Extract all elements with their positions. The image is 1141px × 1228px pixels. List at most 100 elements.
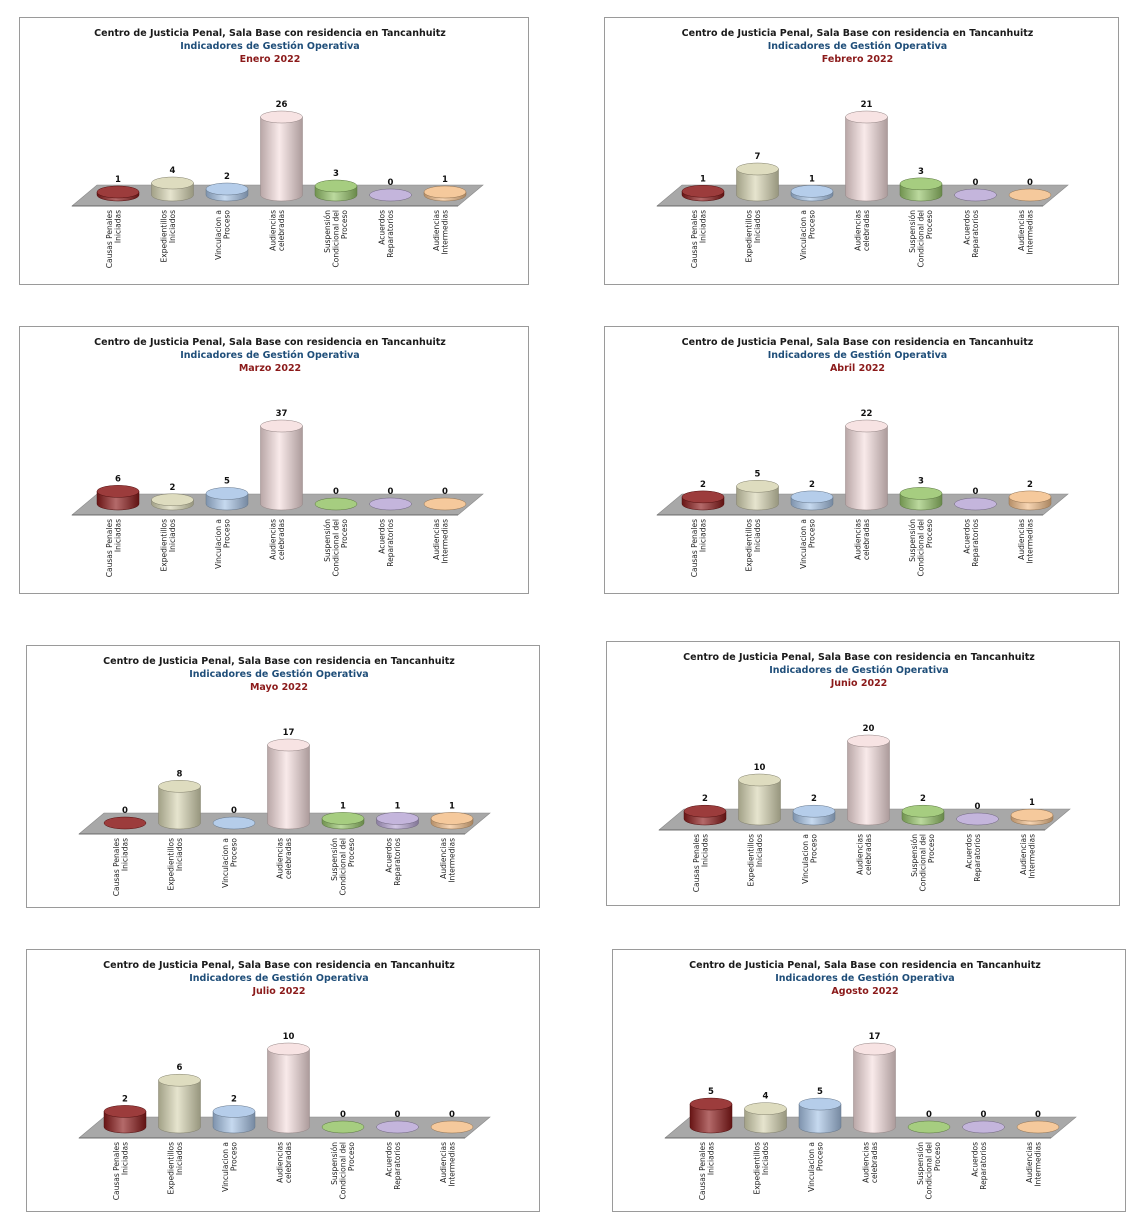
bar [423, 497, 467, 511]
data-label: 2 [231, 1094, 237, 1104]
data-label: 4 [763, 1092, 769, 1102]
data-label: 6 [177, 1063, 183, 1073]
bar [790, 490, 834, 511]
category-label: ExpedientillosIniciados [167, 838, 185, 891]
bar [158, 1073, 201, 1134]
bar [681, 185, 725, 202]
bar [267, 1042, 310, 1134]
chart-period: Agosto 2022 [831, 986, 898, 997]
chart-svg: Centro de Justicia Penal, Sala Base con … [664, 960, 1077, 1200]
chart-panel: Centro de Justicia Penal, Sala Base con … [19, 17, 529, 285]
data-label: 2 [702, 794, 708, 804]
bar [736, 480, 779, 511]
bar [954, 497, 997, 511]
category-label: Causas PenalesIniciadas [690, 519, 708, 577]
category-label: ExpedientillosIniciados [753, 1142, 771, 1195]
bar [792, 804, 836, 826]
category-label: AudienciasIntermedias [432, 210, 450, 255]
bar [423, 185, 467, 202]
category-label: AcuerdosReparatorios [385, 1142, 403, 1190]
data-label: 6 [115, 474, 121, 484]
category-label: AudienciasIntermedias [432, 519, 450, 564]
bar [683, 804, 727, 826]
bar [790, 185, 834, 202]
category-label: AudienciasIntermedias [1019, 834, 1037, 879]
chart-subtitle: Indicadores de Gestión Operativa [180, 350, 359, 361]
bar [954, 188, 997, 202]
data-label: 22 [861, 409, 873, 419]
bar [430, 812, 474, 830]
category-label: ExpedientillosIniciados [745, 210, 763, 263]
bar [845, 110, 888, 202]
chart-title: Centro de Justicia Penal, Sala Base con … [682, 337, 1034, 348]
data-label: 0 [449, 1110, 455, 1120]
bar [738, 773, 781, 826]
data-label: 0 [340, 1110, 346, 1120]
category-label: Audienciascelebradas [276, 1142, 294, 1183]
data-label: 3 [918, 167, 924, 177]
data-label: 2 [122, 1094, 128, 1104]
bar [901, 804, 945, 826]
chart-svg: Centro de Justicia Penal, Sala Base con … [656, 337, 1069, 577]
chart-panel: Centro de Justicia Penal, Sala Base con … [26, 949, 540, 1212]
bar [899, 487, 943, 511]
chart-panel: Centro de Justicia Penal, Sala Base con … [26, 645, 540, 908]
chart-title: Centro de Justicia Penal, Sala Base con … [94, 28, 446, 39]
category-label: SuspensiónCondicional delProceso [916, 1142, 942, 1200]
chart-panel: Centro de Justicia Penal, Sala Base con … [606, 641, 1120, 906]
bar [321, 812, 365, 830]
bar [321, 1120, 365, 1134]
category-label: Causas PenalesIniciadas [112, 1142, 130, 1200]
data-label: 0 [926, 1110, 932, 1120]
data-label: 3 [918, 476, 924, 486]
category-label: SuspensiónCondicional delProceso [323, 210, 349, 268]
bar [314, 497, 358, 511]
chart-subtitle: Indicadores de Gestión Operativa [189, 669, 368, 680]
chart-title: Centro de Justicia Penal, Sala Base con … [103, 960, 455, 971]
category-label: Causas PenalesIniciadas [692, 834, 710, 892]
chart-title: Centro de Justicia Penal, Sala Base con … [103, 656, 455, 667]
bar [1008, 490, 1052, 511]
data-label: 1 [340, 801, 346, 811]
bar [212, 1105, 256, 1134]
data-label: 0 [973, 487, 979, 497]
chart-title: Centro de Justicia Penal, Sala Base con … [94, 337, 446, 348]
data-label: 0 [122, 806, 128, 816]
category-label: Vinculacion aProceso [221, 1142, 239, 1192]
data-label: 0 [231, 806, 237, 816]
data-label: 1 [1029, 798, 1035, 808]
chart-subtitle: Indicadores de Gestión Operativa [768, 41, 947, 52]
data-label: 4 [170, 166, 176, 176]
bar [267, 738, 310, 830]
data-label: 0 [1027, 178, 1033, 188]
category-label: AcuerdosReparatorios [971, 1142, 989, 1190]
data-label: 1 [449, 801, 455, 811]
data-label: 5 [817, 1087, 823, 1097]
category-label: Vinculacion aProceso [799, 210, 817, 260]
chart-panel: Centro de Justicia Penal, Sala Base con … [612, 949, 1126, 1212]
bar [736, 162, 779, 202]
category-label: ExpedientillosIniciados [160, 519, 178, 572]
data-label: 17 [869, 1032, 881, 1042]
bar [907, 1120, 951, 1134]
category-label: Causas PenalesIniciadas [698, 1142, 716, 1200]
chart-svg: Centro de Justicia Penal, Sala Base con … [658, 652, 1071, 892]
bar [369, 188, 412, 202]
bar [369, 497, 412, 511]
chart-subtitle: Indicadores de Gestión Operativa [180, 41, 359, 52]
category-label: SuspensiónCondicional delProceso [908, 519, 934, 577]
chart-panel: Centro de Justicia Penal, Sala Base con … [19, 326, 529, 594]
data-label: 26 [276, 100, 288, 110]
chart-panel: Centro de Justicia Penal, Sala Base con … [604, 326, 1119, 594]
data-label: 10 [283, 1032, 295, 1042]
chart-svg: Centro de Justicia Penal, Sala Base con … [71, 28, 484, 268]
data-label: 0 [333, 487, 339, 497]
bar [96, 485, 140, 511]
bar [1016, 1120, 1060, 1134]
category-label: Vinculacion aProceso [801, 834, 819, 884]
category-label: AudienciasIntermedias [1025, 1142, 1043, 1187]
bar [103, 816, 147, 830]
data-label: 17 [283, 728, 295, 738]
category-label: Vinculacion aProceso [214, 210, 232, 260]
category-label: AcuerdosReparatorios [378, 519, 396, 567]
